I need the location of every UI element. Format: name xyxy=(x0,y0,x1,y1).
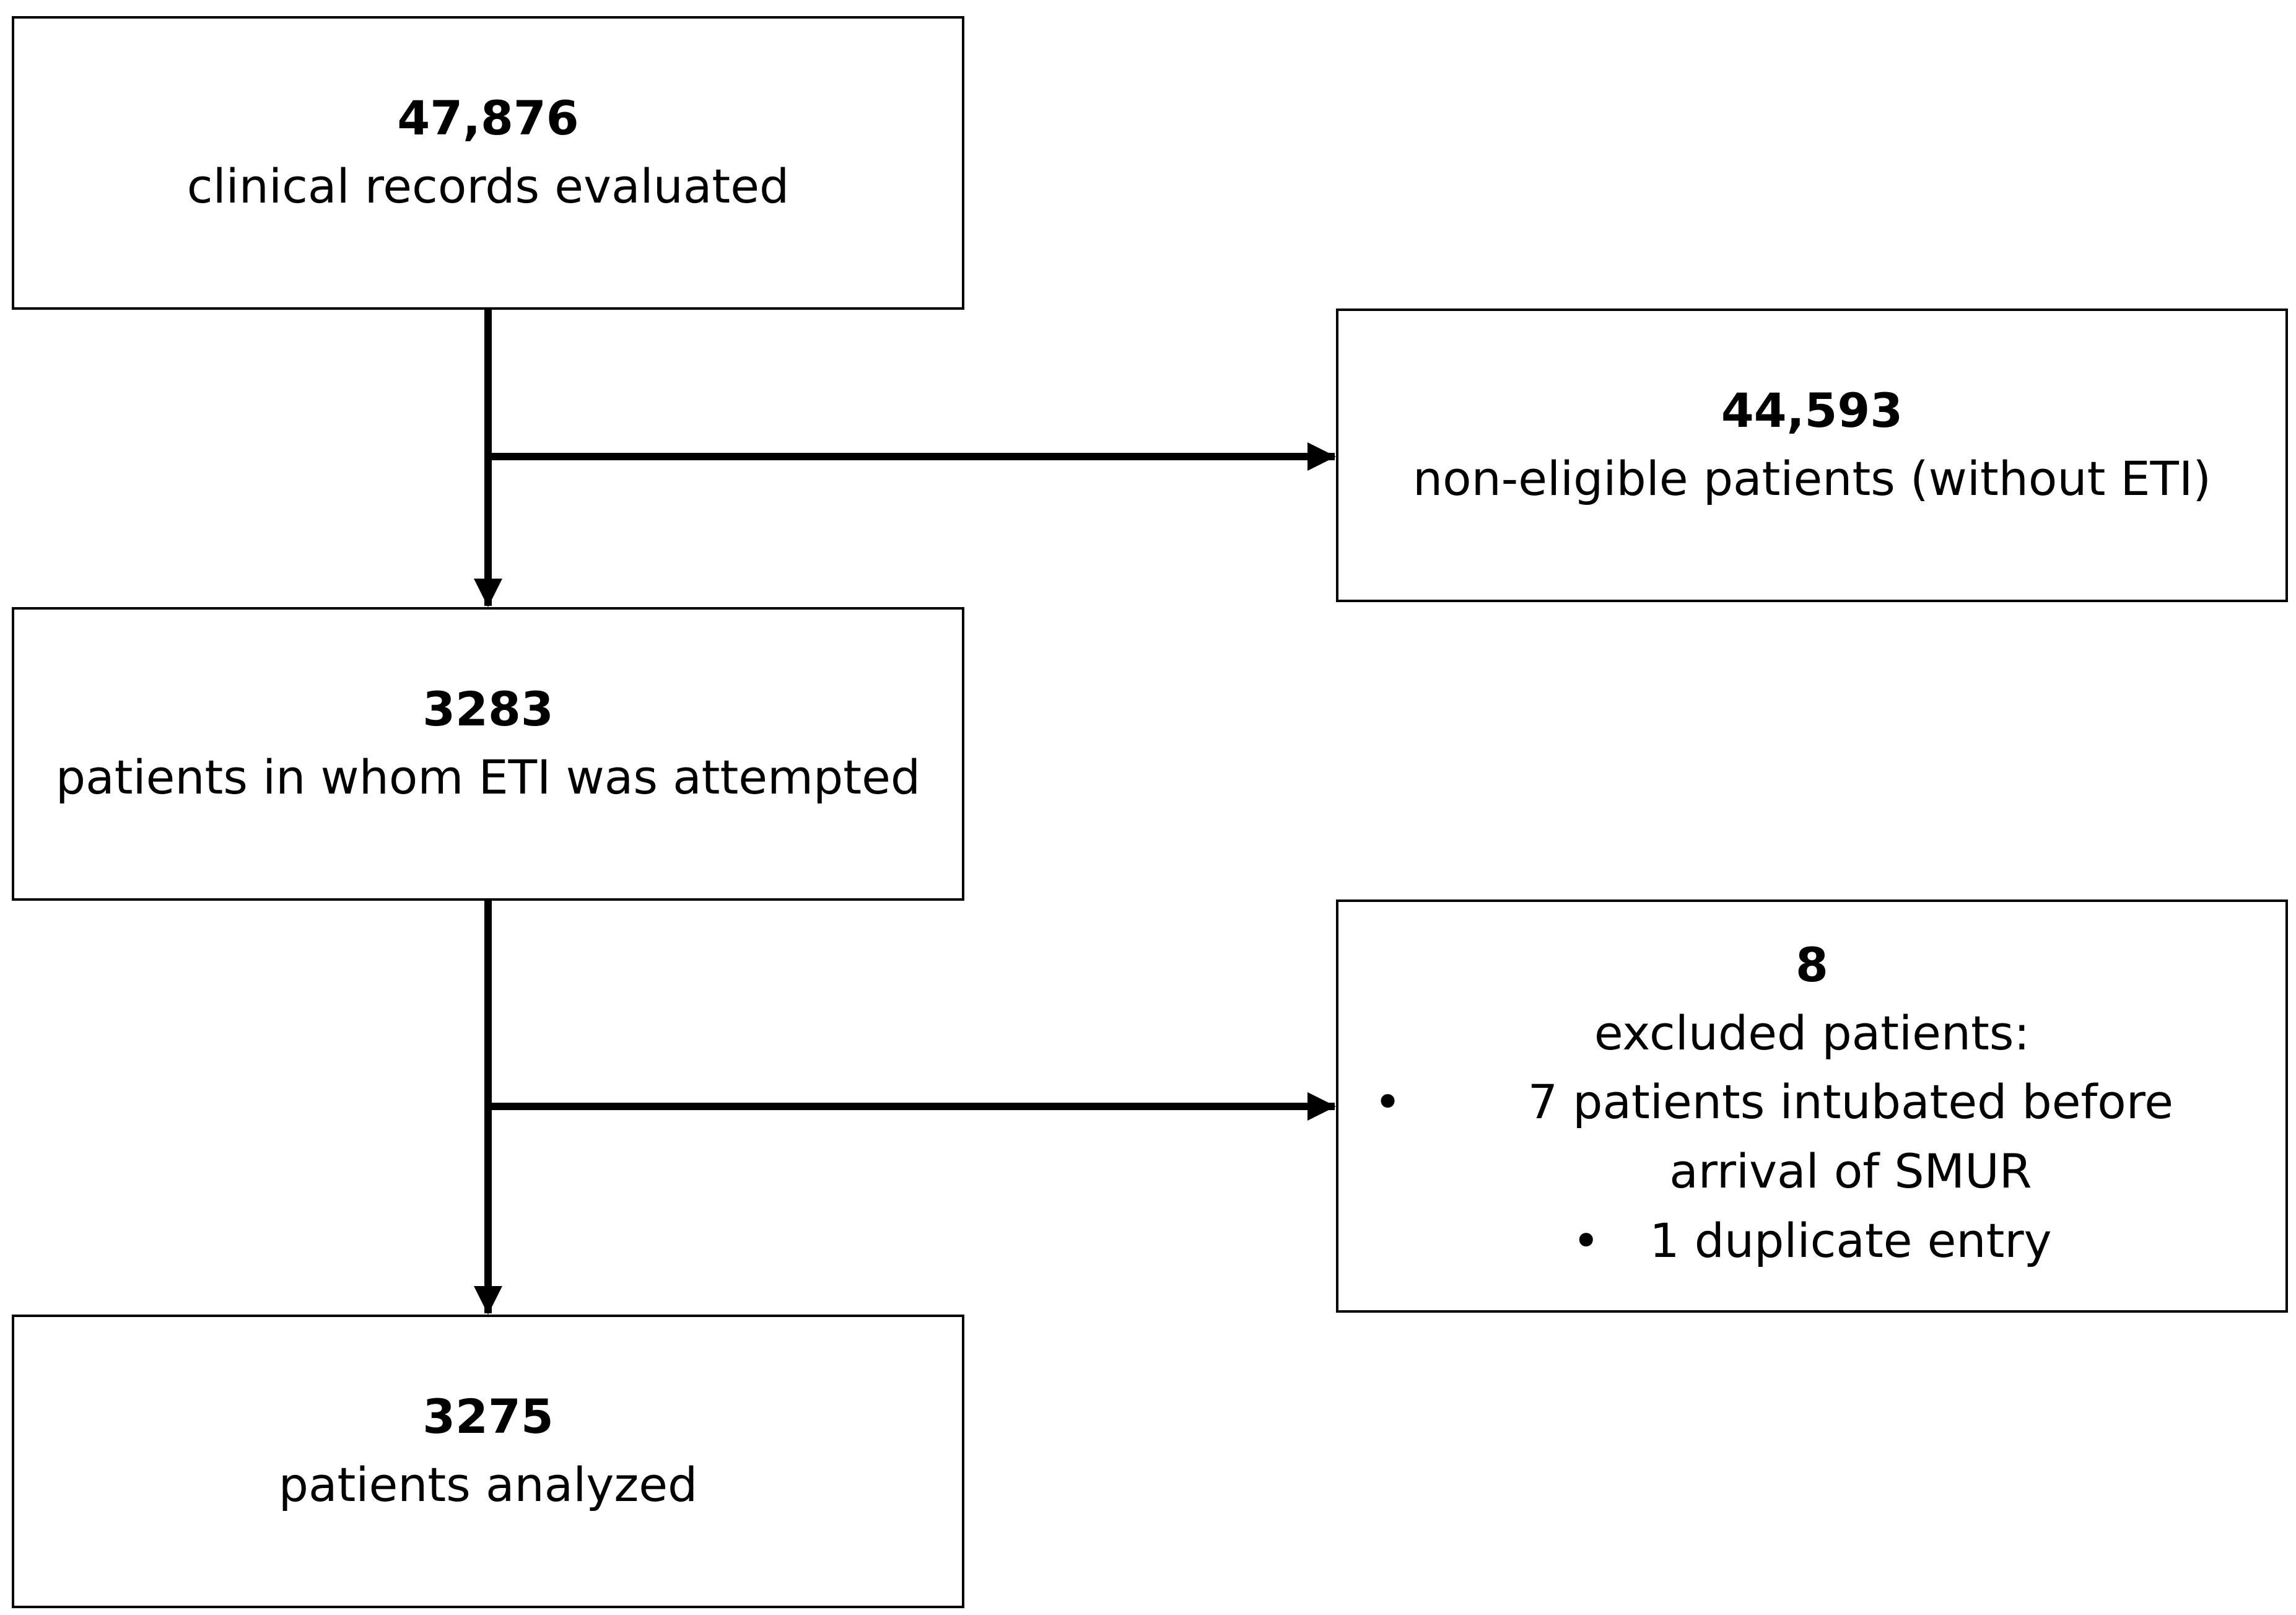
eti-attempted-box: 3283 patients in whom ETI was attempted xyxy=(12,607,964,901)
eti-attempted-label: patients in whom ETI was attempted xyxy=(55,750,921,805)
patients-analyzed-box: 3275 patients analyzed xyxy=(12,1315,964,1608)
records-evaluated-box: 47,876 clinical records evaluated xyxy=(12,16,964,310)
eti-attempted-count: 3283 xyxy=(422,681,554,737)
exclusion-reason-text: 1 duplicate entry xyxy=(1649,1212,2052,1268)
patients-analyzed-count: 3275 xyxy=(422,1389,554,1444)
exclusion-reason-item: • 7 patients intubated before arrival of … xyxy=(1374,1067,2250,1206)
bullet-icon: • xyxy=(1374,1074,1402,1129)
records-evaluated-count: 47,876 xyxy=(397,90,579,146)
non-eligible-count: 44,593 xyxy=(1721,383,1903,438)
excluded-box: 8 excluded patients: • 7 patients intubat… xyxy=(1336,899,2288,1313)
excluded-count: 8 xyxy=(1796,937,1828,992)
exclusion-reasons-list: • 7 patients intubated before arrival of … xyxy=(1374,1067,2250,1276)
exclusion-reason-item: • 1 duplicate entry xyxy=(1374,1206,2250,1276)
exclusion-reason-text: 7 patients intubated before arrival of S… xyxy=(1527,1074,2174,1199)
records-evaluated-label: clinical records evaluated xyxy=(186,159,790,214)
non-eligible-label: non-eligible patients (without ETI) xyxy=(1412,451,2212,506)
bullet-icon: • xyxy=(1572,1212,1600,1268)
excluded-label: excluded patients: xyxy=(1594,1005,2030,1061)
patients-analyzed-label: patients analyzed xyxy=(278,1457,698,1512)
non-eligible-box: 44,593 non-eligible patients (without ET… xyxy=(1336,309,2288,602)
